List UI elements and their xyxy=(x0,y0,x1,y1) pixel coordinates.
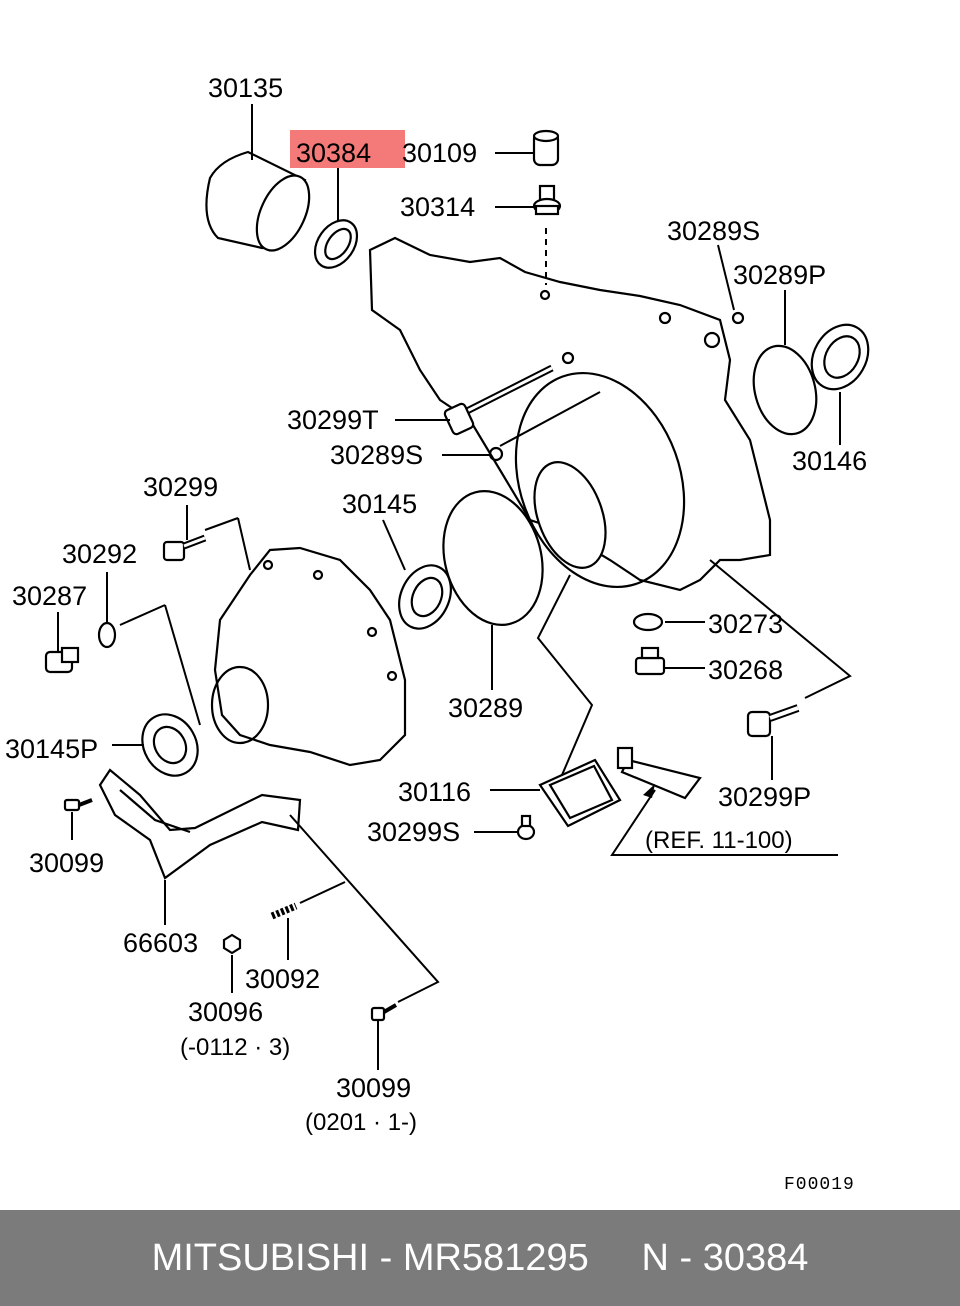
label-30135: 30135 xyxy=(208,73,283,103)
part-30289P-oring[interactable] xyxy=(744,339,825,441)
label-30099-upper: 30099 xyxy=(29,848,104,878)
label-30273: 30273 xyxy=(708,609,783,639)
part-66603-bracket-shape[interactable] xyxy=(98,768,302,880)
footer-part-info: MITSUBISHI - MR581295 N - 30384 xyxy=(151,1236,809,1279)
leader-lines xyxy=(57,104,852,1070)
label-30384-highlighted[interactable]: 30384 xyxy=(296,138,371,168)
label-30287: 30287 xyxy=(12,581,87,611)
part-30299P-bolt-shape[interactable] xyxy=(746,704,800,738)
part-30096-nut-shape[interactable] xyxy=(222,933,242,955)
part-30289S-oring-lower[interactable] xyxy=(488,446,504,462)
label-66603: 66603 xyxy=(123,928,198,958)
label-30289: 30289 xyxy=(448,693,523,723)
part-30092-stud-shape[interactable] xyxy=(270,902,298,920)
part-rear-cover xyxy=(210,546,407,767)
label-30146: 30146 xyxy=(792,446,867,476)
label-30145: 30145 xyxy=(342,489,417,519)
label-30289S-lower: 30289S xyxy=(330,440,423,470)
part-30135-sleeve-shape[interactable] xyxy=(205,150,319,259)
label-30096-note: (-0112 · 3) xyxy=(180,1034,290,1061)
sealant-tube-shape xyxy=(616,746,702,800)
footer-bar: MITSUBISHI - MR581295 N - 30384 xyxy=(0,1210,960,1306)
part-30292-washer-shape[interactable] xyxy=(97,621,117,649)
part-30289-oring[interactable] xyxy=(429,480,557,636)
label-30268: 30268 xyxy=(708,655,783,685)
part-30268-plug-shape[interactable] xyxy=(634,646,666,676)
part-30099-bolt-upper-shape[interactable] xyxy=(63,798,93,812)
figure-code: F00019 xyxy=(784,1175,855,1195)
label-30299T: 30299T xyxy=(287,405,379,435)
part-30273-washer-shape[interactable] xyxy=(632,612,664,632)
label-30145P: 30145P xyxy=(5,734,98,764)
label-30289S-upper: 30289S xyxy=(667,216,760,246)
part-30299S-bolt-shape[interactable] xyxy=(516,814,536,841)
part-30145-seal-shape[interactable] xyxy=(389,557,460,637)
part-transfer-case-housing xyxy=(368,236,772,592)
label-30289P: 30289P xyxy=(733,260,826,290)
label-30292: 30292 xyxy=(62,539,137,569)
part-30116-cover-shape[interactable] xyxy=(538,758,622,828)
label-30109: 30109 xyxy=(402,138,477,168)
label-30314: 30314 xyxy=(400,192,475,222)
part-30099-bolt-lower-shape[interactable] xyxy=(370,1003,398,1022)
parts-diagram: 30135 30384 30109 30314 30289S 30289P 30… xyxy=(5,73,879,1195)
part-30145P-seal-shape[interactable] xyxy=(131,704,208,785)
label-30299: 30299 xyxy=(143,472,218,502)
part-30299-bolt-shape[interactable] xyxy=(162,534,207,562)
label-30116: 30116 xyxy=(398,777,471,807)
label-30092: 30092 xyxy=(245,964,320,994)
label-30099-note: (0201 · 1-) xyxy=(305,1109,417,1136)
label-ref-11-100: (REF. 11-100) xyxy=(645,827,793,854)
label-30099-lower: 30099 xyxy=(336,1073,411,1103)
part-30289S-oring-upper[interactable] xyxy=(731,311,745,325)
part-30314-plug-shape[interactable] xyxy=(532,184,562,216)
part-30146-seal-shape[interactable] xyxy=(800,315,879,400)
label-30299P: 30299P xyxy=(718,782,811,812)
part-30109-cap-shape[interactable] xyxy=(532,129,560,167)
part-30287-plug-shape[interactable] xyxy=(44,646,80,674)
part-30299T-bolt-shape[interactable] xyxy=(443,364,554,436)
label-30299S: 30299S xyxy=(367,817,460,847)
part-30384-seal-shape[interactable] xyxy=(306,212,365,275)
label-30096: 30096 xyxy=(188,997,263,1027)
highlight-box xyxy=(290,130,405,168)
